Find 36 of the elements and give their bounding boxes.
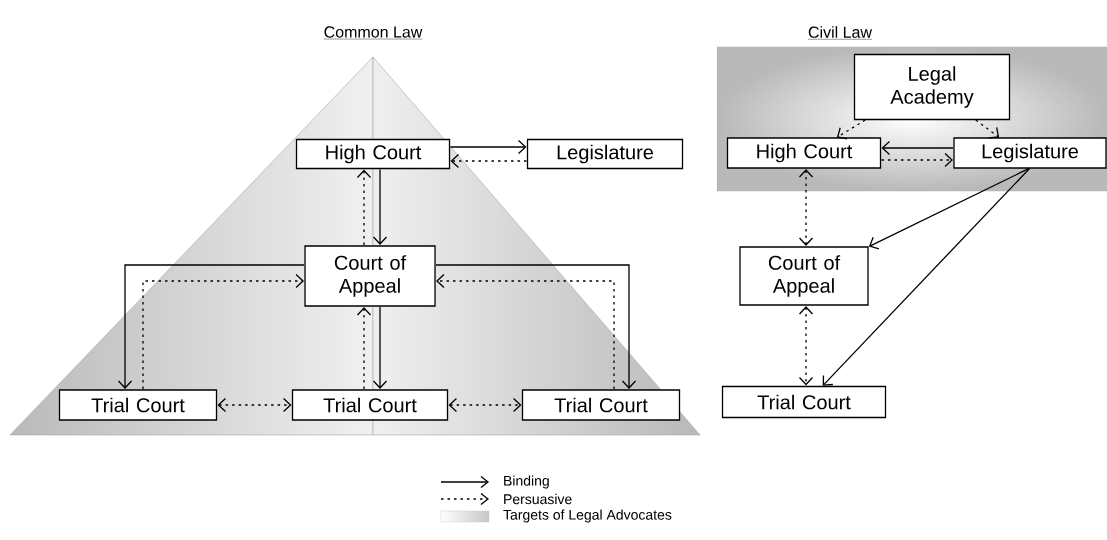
arrow	[356, 307, 372, 390]
arrow	[217, 397, 292, 413]
legend-text: Targets of Legal Advocates	[503, 509, 672, 523]
legend-text: Persuasive	[504, 493, 572, 505]
arrow	[880, 152, 953, 168]
court-box: Legislature	[526, 138, 684, 170]
court-box: Legal Academy	[853, 53, 1011, 121]
court-box: Court of Appeal	[739, 246, 869, 306]
arrow	[372, 306, 388, 389]
heading: Common Law	[323, 26, 423, 40]
arrow	[117, 264, 305, 389]
court-box: Trial Court	[521, 389, 681, 421]
court-box: High Court	[295, 138, 451, 170]
arrow	[449, 139, 527, 155]
arrow	[798, 169, 814, 246]
arrow	[142, 273, 304, 390]
arrow	[436, 273, 615, 390]
court-box: Trial Court	[721, 385, 887, 419]
court-box: Court of Appeal	[304, 245, 436, 307]
arrow	[975, 119, 1000, 139]
arrow	[868, 167, 1030, 250]
arrow	[448, 397, 522, 413]
arrow	[881, 140, 954, 156]
heading: Civil Law	[807, 26, 873, 40]
arrow	[372, 168, 388, 245]
legend-text: Binding	[504, 475, 549, 489]
arrow	[435, 264, 637, 389]
arrow	[822, 168, 1030, 386]
court-box: Trial Court	[291, 389, 449, 421]
court-box: Legislature	[953, 137, 1107, 169]
arrow	[450, 153, 528, 169]
court-box: Trial Court	[58, 389, 218, 421]
arrow	[836, 119, 866, 140]
court-box: High Court	[726, 137, 882, 169]
arrow	[356, 169, 372, 246]
arrow	[798, 306, 814, 386]
